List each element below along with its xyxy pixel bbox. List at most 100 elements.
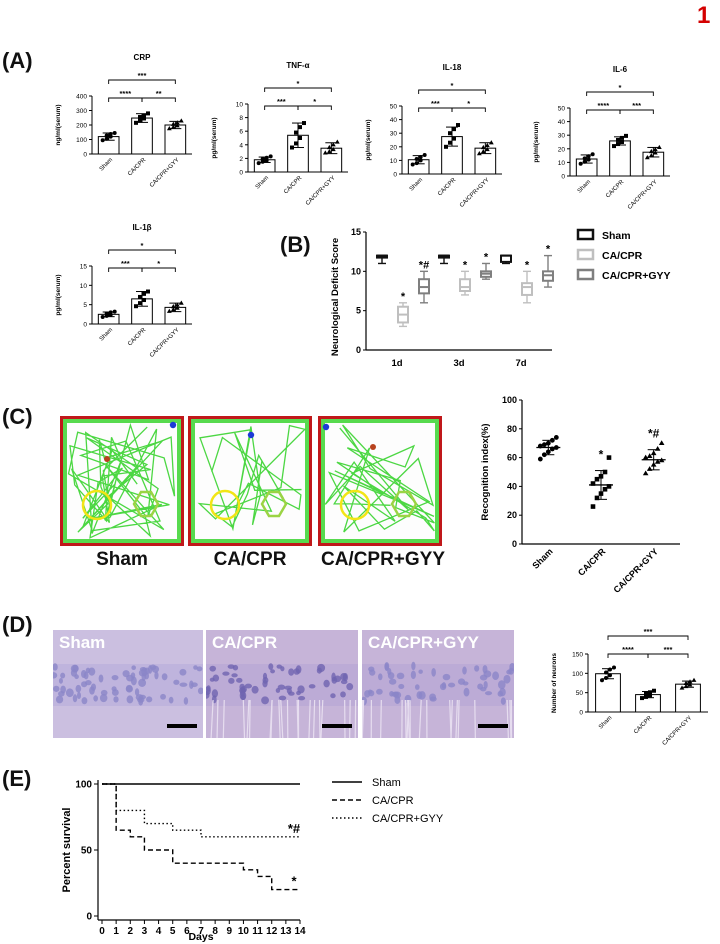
neuron-cell [384,663,389,672]
x-tick-label: CA/CPR [283,175,304,196]
neuron-cell [340,679,348,685]
neuron-cell [236,677,243,683]
data-point [642,470,649,476]
data-point [602,486,608,492]
significance-label: *# [648,427,660,441]
neuron-cell [75,684,82,693]
y-tick-label: 20 [558,146,566,153]
neuron-cell [83,671,89,680]
dendrite-streak [450,699,453,738]
dendrite-streak [457,699,460,738]
neuron-cell [131,665,136,671]
neuron-cell [416,691,423,700]
data-point [418,158,423,163]
data-point [652,688,656,693]
significance-label: * [291,874,297,889]
neuron-cell [298,696,306,701]
neuron-cell [330,693,336,699]
dendrite-streak [312,699,316,738]
end-marker [370,444,376,450]
significance-label: * [467,99,470,108]
neuron-cell [58,690,65,697]
data-point [606,484,612,489]
neuron-cell [154,671,159,680]
dendrite-streak [222,699,225,738]
legend-swatch-ca-cpr [576,248,595,261]
y-tick-label: 50 [390,104,398,111]
significance-label: *** [121,259,130,268]
significance-label: * [141,241,144,250]
data-point [298,125,302,130]
significance-bracket [141,97,176,102]
x-tick-label: Sham [409,177,424,192]
data-point [326,144,332,150]
neuron-cell [209,677,215,682]
data-point [174,302,180,307]
x-tick-label: CA/CPR+GYY [305,175,337,207]
x-tick-label: CA/CPR [633,715,654,736]
data-point [330,146,336,152]
data-point [658,440,665,445]
neuron-cell [497,680,506,690]
y-tick-label: 30 [390,131,398,138]
x-tick-label: 6 [184,926,190,937]
data-point [170,304,176,309]
neuron-cell [173,679,180,685]
data-point [683,683,689,689]
maze-label-sham: Sham [96,549,148,570]
neuron-cell [53,685,60,692]
y-tick-label: 10 [80,283,88,290]
maze-perimeter-track [63,419,181,543]
y-tick-label: 10 [236,102,244,109]
dendrite-streak [248,699,251,738]
dendrite-streak [242,699,246,738]
x-tick-label: 4 [156,926,162,937]
significance-bracket [108,97,143,102]
x-tick-label: 3 [142,926,148,937]
y-tick-label: 40 [507,481,517,491]
neuron-cell [387,667,392,675]
neuron-cell [500,697,506,705]
neuron-cell [126,695,134,704]
x-tick-label: 11 [252,926,263,937]
data-point [640,696,644,701]
x-tick-label: 8 [212,926,218,937]
object-zone-left [81,489,113,521]
dendrite-streak [280,699,284,738]
x-tick-label: 0 [99,926,105,937]
neuron-cell [288,668,295,676]
y-tick-label: 15 [80,264,88,271]
data-point [488,140,494,145]
neuron-cell [441,682,447,689]
neuron-cell [278,695,287,701]
neuron-cell [442,673,451,681]
data-point [620,135,624,140]
object-zone-left [209,489,241,521]
dendrite-streak [308,699,311,738]
significance-bracket [418,89,486,94]
dendrite-streak [455,699,458,738]
y-tick-label: 10 [390,158,398,165]
y-tick-label: 50 [81,846,93,857]
object-zone-right [132,490,160,518]
data-point [448,140,452,145]
panel-label-a: (A) [2,48,33,73]
data-point [138,301,142,306]
dendrite-streak [296,699,299,738]
data-point [452,136,456,141]
data-point [100,138,105,143]
y-tick-label: 20 [507,510,517,520]
neuron-cell [197,687,203,695]
y-axis-label: Neurological Deficit Score [330,238,341,356]
neuron-cell [484,691,493,696]
x-tick-label: Sham [530,546,554,570]
histology-sham: Sham [53,630,203,738]
neuron-cell [98,674,104,683]
data-point [418,155,423,159]
data-point [616,137,620,142]
panel-label-e: (E) [2,766,32,791]
neuron-cell [389,691,394,697]
data-point [624,133,628,138]
x-tick-label: 14 [294,926,306,937]
